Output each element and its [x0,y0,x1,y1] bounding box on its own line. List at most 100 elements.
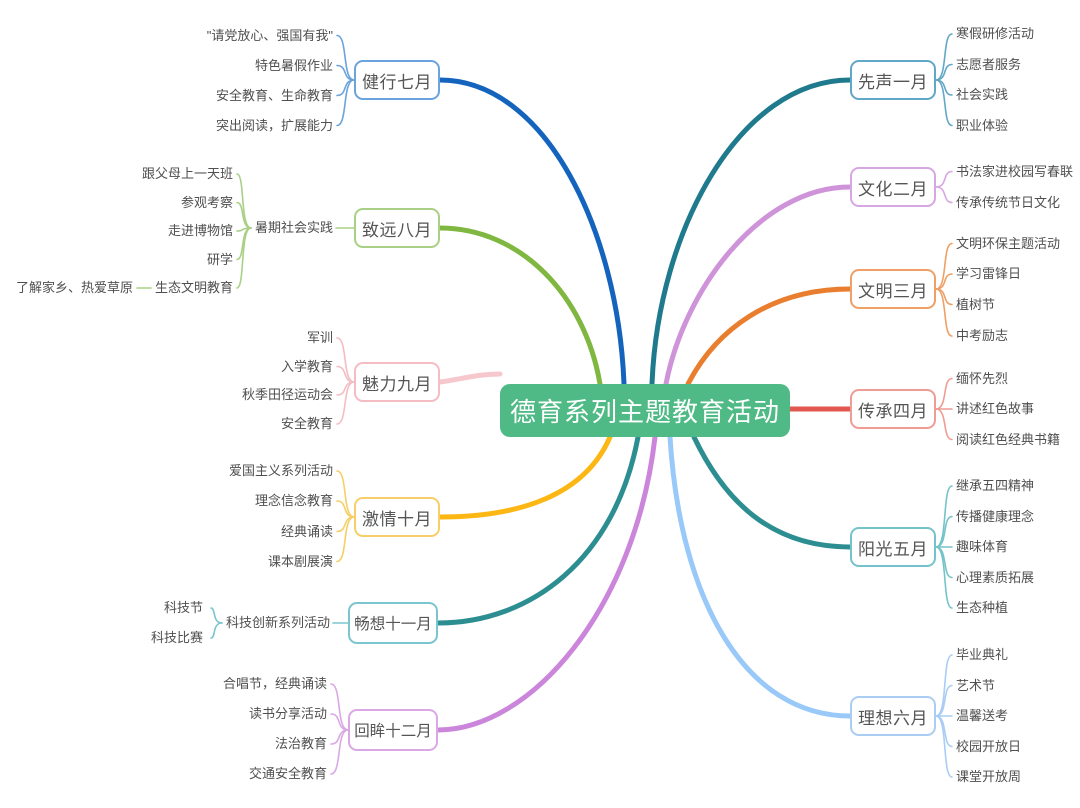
leaf-connector-month-9 [336,337,355,383]
leaf-connector-month-10 [336,500,355,518]
leaf-month-7-1[interactable]: 特色暑假作业 [254,57,333,73]
branch-node-month-9[interactable]: 魅力九月 [354,362,440,402]
leaf-month-9-3[interactable]: 安全教育 [280,415,333,431]
branch-node-month-6[interactable]: 理想六月 [850,696,936,736]
leaf-month-4-0[interactable]: 缅怀先烈 [956,370,1009,386]
leaf-month-8-eco-0[interactable]: 了解家乡、热爱草原 [15,279,133,295]
branch-node-month-10[interactable]: 激情十月 [354,497,440,537]
branch-node-month-3[interactable]: 文明三月 [850,269,936,309]
leaf-month-7-0[interactable]: "请党放心、强国有我" [206,27,333,43]
leaf-month-9-0[interactable]: 军训 [306,329,333,345]
branch-curve-month-11 [435,434,641,626]
leaf-connector-month-4 [935,377,953,410]
branch-curve-month-8 [437,225,603,387]
branch-curve-month-12 [435,434,658,733]
leaf-month-3-0[interactable]: 文明环保主题活动 [956,235,1061,251]
leaf-month-6-4[interactable]: 课堂开放周 [956,768,1022,784]
branch-curve-month-2 [663,184,853,387]
leaf-month-6-0[interactable]: 毕业典礼 [956,646,1009,662]
leaf-month-8-3[interactable]: 研学 [206,251,233,267]
leaf-month-4-1[interactable]: 讲述红色故事 [956,400,1035,416]
sub-connector-month-11 [210,607,223,624]
leaf-month-10-0[interactable]: 爱国主义系列活动 [228,462,333,478]
leaf-month-12-3[interactable]: 交通安全教育 [248,765,327,781]
leaf-month-5-3[interactable]: 心理素质拓展 [956,569,1035,585]
leaf-month-11-0[interactable]: 科技节 [163,599,203,615]
branch-node-month-11[interactable]: 畅想十一月 [348,602,438,644]
leaf-month-5-1[interactable]: 传播健康理念 [956,508,1035,524]
branch-curve-month-10 [437,434,613,520]
leaf-month-9-1[interactable]: 入学教育 [280,358,333,374]
leaf-month-3-1[interactable]: 学习雷锋日 [956,265,1022,281]
leaf-month-5-0[interactable]: 继承五四精神 [956,477,1035,493]
leaf-connector-month-9 [336,365,355,383]
subtopic-month-8-eco[interactable]: 生态文明教育 [154,279,233,295]
branch-node-month-4[interactable]: 传承四月 [850,389,936,429]
leaf-month-8-2[interactable]: 走进博物馆 [167,222,233,238]
leaf-connector-month-5 [935,515,953,548]
leaf-month-10-1[interactable]: 理念信念教育 [254,492,333,508]
leaf-connector-month-9 [336,381,355,396]
leaf-connector-month-3 [935,242,953,290]
branch-node-month-2[interactable]: 文化二月 [850,167,936,207]
leaf-month-3-2[interactable]: 植树节 [956,296,996,312]
leaf-month-7-2[interactable]: 安全教育、生命教育 [215,87,333,103]
leaf-connector-month-10 [336,470,355,518]
leaf-connector-month-2 [935,186,953,204]
branch-node-month-8[interactable]: 致远八月 [354,208,440,248]
subtopic-month-11-tech[interactable]: 科技创新系列活动 [225,614,330,630]
branch-curve-month-9 [437,371,503,385]
leaf-connector-month-12 [330,729,349,745]
leaf-connector-month-6 [935,684,953,717]
leaf-month-12-1[interactable]: 读书分享活动 [248,705,327,721]
leaf-connector-month-1 [935,33,953,81]
branch-node-month-12[interactable]: 回眸十二月 [348,709,438,751]
leaf-connector-month-12 [330,713,349,731]
leaf-month-5-2[interactable]: 趣味体育 [956,538,1009,554]
branch-curve-month-3 [685,286,853,387]
leaf-connector-month-2 [935,170,953,188]
leaf-month-8-0[interactable]: 跟父母上一天班 [141,165,233,181]
branch-curve-month-1 [649,77,853,387]
leaf-month-12-2[interactable]: 法治教育 [274,735,327,751]
leaf-month-10-3[interactable]: 课本剧展演 [267,553,333,569]
leaf-month-1-0[interactable]: 寒假研修活动 [956,25,1035,41]
leaf-month-12-0[interactable]: 合唱节，经典诵读 [222,675,327,691]
leaf-month-1-1[interactable]: 志愿者服务 [956,56,1022,72]
leaf-month-10-2[interactable]: 经典诵读 [280,523,333,539]
leaf-month-6-3[interactable]: 校园开放日 [956,738,1022,754]
leaf-month-11-1[interactable]: 科技比赛 [150,629,203,645]
leaf-connector-month-7 [336,34,355,81]
leaf-connector-month-7 [336,64,355,81]
leaf-connector-month-10 [336,516,355,533]
leaf-month-5-4[interactable]: 生态种植 [956,599,1009,615]
branch-curve-month-5 [691,434,853,550]
leaf-month-6-2[interactable]: 温馨送考 [956,707,1009,723]
branch-curve-month-6 [667,434,853,719]
branch-node-month-1[interactable]: 先声一月 [850,60,936,100]
leaf-month-4-2[interactable]: 阅读红色经典书籍 [956,431,1061,447]
leaf-connector-month-9 [336,381,355,425]
central-topic[interactable]: 德育系列主题教育活动 [500,384,790,437]
leaf-month-2-0[interactable]: 书法家进校园写春联 [956,163,1074,179]
subtopic-month-8-practice[interactable]: 暑期社会实践 [254,219,333,235]
leaf-connector-month-5 [935,546,953,609]
branch-node-month-5[interactable]: 阳光五月 [850,527,936,567]
branch-node-month-7[interactable]: 健行七月 [354,60,440,100]
leaf-connector-month-12 [330,683,349,731]
sub-connector-month-8 [236,227,252,289]
leaf-month-3-3[interactable]: 中考励志 [956,327,1009,343]
leaf-month-1-2[interactable]: 社会实践 [956,86,1009,102]
leaf-month-8-1[interactable]: 参观考察 [180,194,233,210]
leaf-connector-month-4 [935,408,953,441]
sub-connector-month-8 [236,201,252,229]
leaf-connector-month-3 [935,288,953,337]
leaf-month-9-2[interactable]: 秋季田径运动会 [241,386,333,402]
leaf-month-6-1[interactable]: 艺术节 [956,677,996,693]
leaf-connector-month-6 [935,715,953,778]
leaf-month-1-3[interactable]: 职业体验 [956,117,1009,133]
leaf-month-7-3[interactable]: 突出阅读，扩展能力 [215,117,333,133]
leaf-connector-month-12 [330,729,349,775]
leaf-month-2-1[interactable]: 传承传统节日文化 [956,194,1061,210]
